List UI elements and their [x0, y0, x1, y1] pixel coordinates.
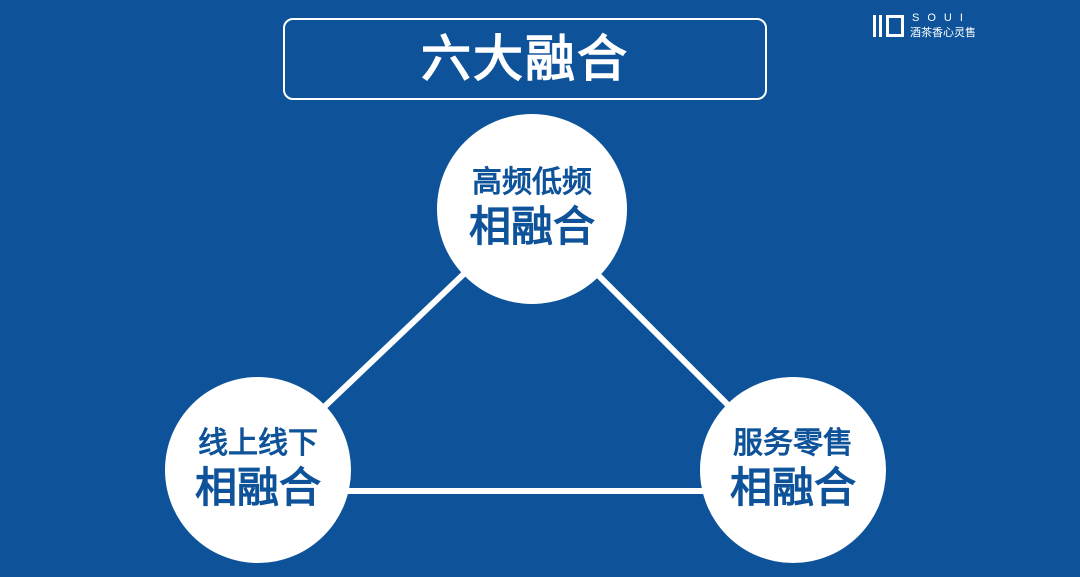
- logo-latin-text: SOUI: [912, 12, 971, 24]
- node-online-offline: 线上线下 相融合: [165, 377, 351, 563]
- node-label-primary: 线上线下: [198, 426, 318, 461]
- node-label-secondary: 相融合: [468, 202, 595, 251]
- node-label-primary: 服务零售: [733, 426, 853, 461]
- logo-mark-icon: [873, 15, 904, 37]
- page-title: 六大融合: [421, 30, 629, 88]
- node-label-secondary: 相融合: [729, 463, 856, 512]
- logo-chinese-text: 酒茶香心灵售: [910, 26, 976, 39]
- node-service-retail: 服务零售 相融合: [700, 377, 886, 563]
- node-high-low-frequency: 高频低频 相融合: [437, 114, 627, 304]
- node-label-secondary: 相融合: [194, 463, 321, 512]
- brand-logo: SOUI 酒茶香心灵售: [872, 12, 992, 42]
- title-box: 六大融合: [283, 18, 767, 100]
- node-label-primary: 高频低频: [472, 165, 592, 200]
